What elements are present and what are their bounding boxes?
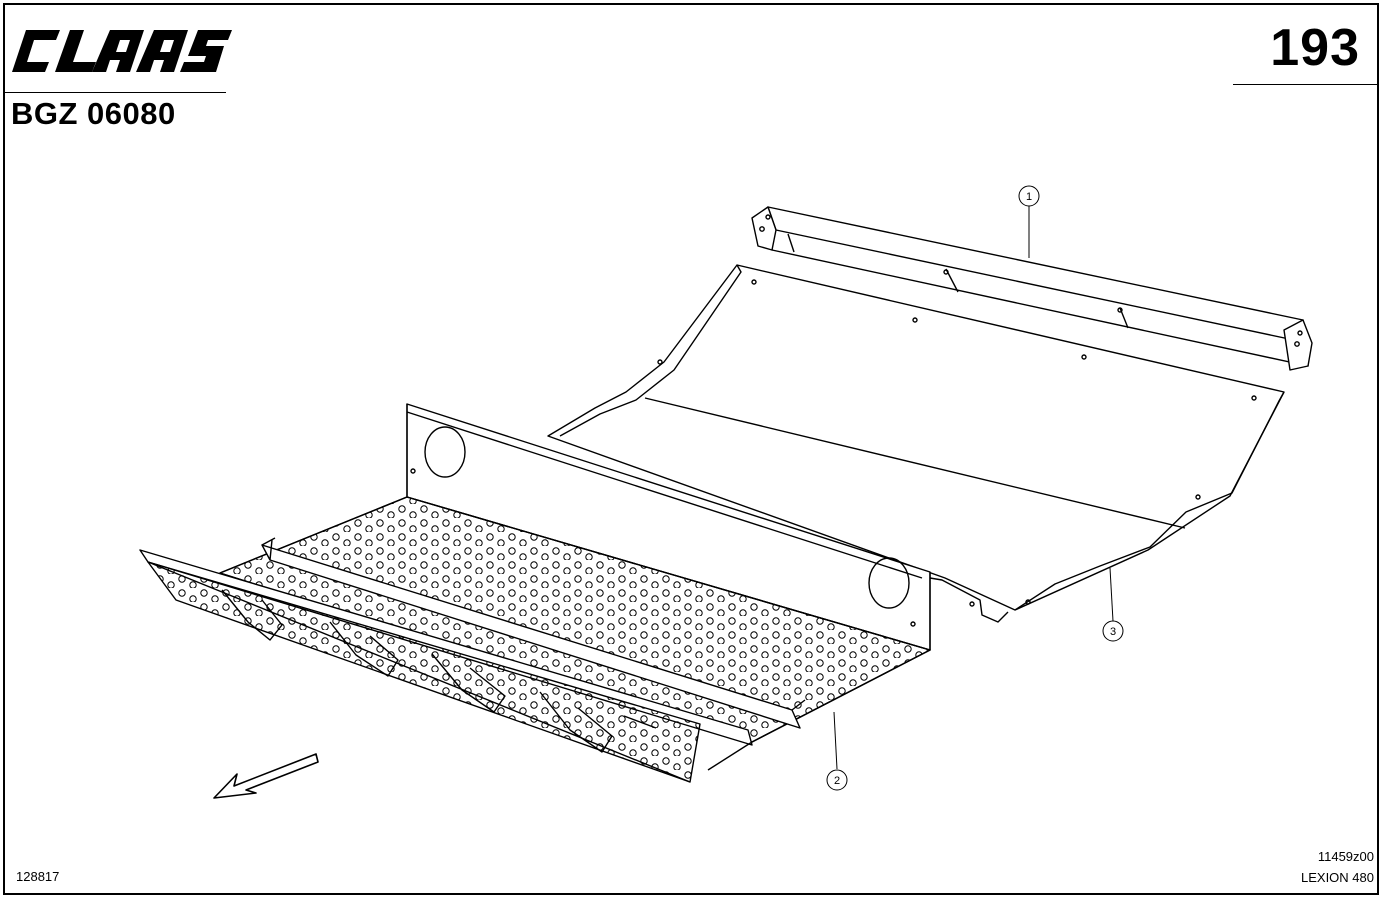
callout-2-circle xyxy=(826,769,848,791)
page-number-underline xyxy=(1233,84,1379,85)
logo-underline xyxy=(3,92,226,93)
callout-3-leader xyxy=(1109,567,1114,622)
footer-block: 11459z00 LEXION 480 xyxy=(1301,846,1374,888)
callout-3-number: 3 xyxy=(1110,626,1116,638)
cross-beam xyxy=(751,206,1313,371)
callout-1-number: 1 xyxy=(1026,191,1032,203)
page-number: 193 xyxy=(1270,19,1360,77)
perforated-grain-pan xyxy=(139,403,931,783)
reference-number: 128817 xyxy=(16,869,60,884)
rear-floor-plate xyxy=(547,264,1285,623)
drawing-number: 11459z00 xyxy=(1317,849,1374,864)
callout-2-leader xyxy=(833,711,838,770)
page-border xyxy=(3,3,1379,895)
claas-logo xyxy=(12,30,232,72)
callout-1-circle xyxy=(1018,185,1040,207)
callout-3-circle xyxy=(1102,620,1124,642)
model-name: LEXION 480 xyxy=(1301,870,1374,885)
callout-2-number: 2 xyxy=(834,775,840,787)
travel-direction-arrow xyxy=(213,753,319,799)
document-code: BGZ 06080 xyxy=(11,96,176,131)
